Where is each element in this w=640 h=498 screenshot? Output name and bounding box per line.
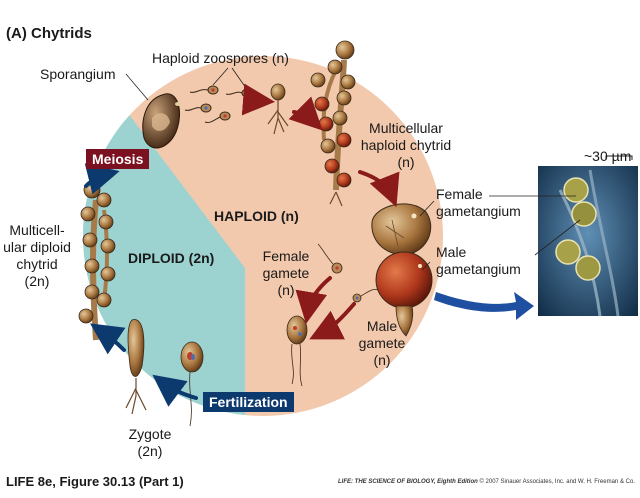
multicellular-diploid-label: Multicell- ular diploid chytrid (2n) xyxy=(2,222,72,290)
gametangia-illustration xyxy=(371,203,433,337)
female-gametangium-line-1: Female xyxy=(436,186,483,202)
micrograph-leader-lines xyxy=(489,195,581,256)
female-gamete-line-1: Female xyxy=(262,248,310,264)
micrograph-image xyxy=(538,166,638,317)
male-gametangium-line-1: Male xyxy=(436,244,467,260)
multicellular-haploid-line-3: (n) xyxy=(397,154,415,170)
haploid-arrows xyxy=(241,83,400,340)
multicellular-diploid-chytrid-illustration xyxy=(78,181,116,341)
multicellular-diploid-line-3: chytrid xyxy=(16,256,58,272)
female-gametangium-line-2: gametangium xyxy=(436,203,521,219)
female-gamete-line-2: gamete xyxy=(262,265,310,281)
diploid-region-label: DIPLOID (2n) xyxy=(128,250,215,266)
haploid-zoospores-label: Haploid zoospores (n) xyxy=(152,50,289,66)
zygote-line-2: (2n) xyxy=(137,443,163,459)
zygote-line-1: Zygote xyxy=(128,426,172,442)
zygote-label: Zygote (2n) xyxy=(120,426,180,460)
sporangium-illustration xyxy=(142,93,181,149)
multicellular-haploid-label: Multicellular haploid chytrid (n) xyxy=(356,120,456,171)
diploid-arrows xyxy=(84,163,198,407)
multicellular-haploid-line-2: haploid chytrid xyxy=(360,137,452,153)
zygote-illustration xyxy=(180,341,204,427)
germinating-zygote-illustration xyxy=(125,319,147,415)
fertilization-box: Fertilization xyxy=(203,392,294,412)
scale-bar xyxy=(605,155,633,160)
gamete-illustrations xyxy=(317,243,379,303)
meiosis-box: Meiosis xyxy=(86,149,150,169)
sporangium-label: Sporangium xyxy=(40,66,116,82)
male-gamete-label: Male gamete (n) xyxy=(352,318,412,369)
male-gametangium-label: Male gametangium xyxy=(436,244,521,278)
male-gamete-line-2: gamete xyxy=(358,335,406,351)
multicellular-diploid-line-1: Multicell- xyxy=(9,222,65,238)
credit-line: LIFE: THE SCIENCE OF BIOLOGY, Eighth Edi… xyxy=(338,479,635,485)
micrograph-arrow xyxy=(434,292,534,320)
female-gamete-line-3: (n) xyxy=(277,282,295,298)
credit-publisher: © 2007 Sinauer Associates, Inc. and W. H… xyxy=(477,479,635,485)
credit-book-title: LIFE: THE SCIENCE OF BIOLOGY, Eighth Edi… xyxy=(338,479,478,485)
multicellular-haploid-chytrid-illustration xyxy=(310,40,356,207)
female-gamete-label: Female gamete (n) xyxy=(256,248,316,299)
multicellular-haploid-line-1: Multicellular xyxy=(369,120,443,136)
label-leader-lines xyxy=(125,73,435,271)
multicellular-diploid-line-4: (2n) xyxy=(24,273,50,289)
haploid-region-label: HAPLOID (n) xyxy=(214,208,299,224)
female-gametangium-label: Female gametangium xyxy=(436,186,521,220)
figure-title: (A) Chytrids xyxy=(6,25,92,42)
scale-label: ~30 µm xyxy=(584,148,632,164)
zoospore-illustrations xyxy=(184,85,253,123)
male-gametangium-line-2: gametangium xyxy=(436,261,521,277)
male-gamete-line-1: Male xyxy=(366,318,398,334)
figure-caption: LIFE 8e, Figure 30.13 (Part 1) xyxy=(6,474,184,489)
male-gamete-line-3: (n) xyxy=(373,352,391,368)
multicellular-diploid-line-2: ular diploid xyxy=(3,239,71,255)
